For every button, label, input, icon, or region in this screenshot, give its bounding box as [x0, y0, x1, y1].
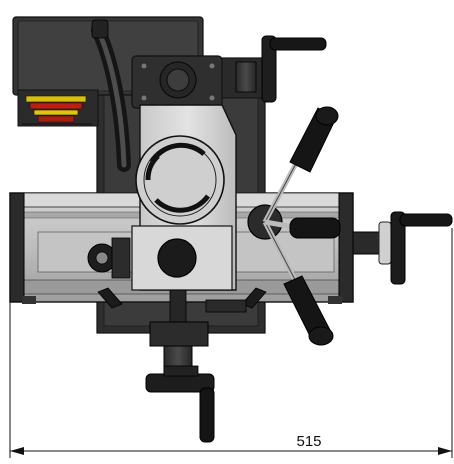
feed-lever — [91, 19, 131, 172]
right-handwheel — [352, 211, 453, 285]
table-clamps — [97, 287, 267, 313]
belt-pulley-icon — [22, 95, 92, 125]
arrowhead-right-icon — [438, 447, 452, 455]
upper-crank-handle — [221, 35, 327, 103]
upper-lever-knob — [289, 106, 339, 173]
dimension-value: 515 — [296, 433, 321, 450]
left-handwheel — [87, 237, 131, 279]
middle-lever-knob — [289, 217, 341, 239]
spindle-shaft — [149, 289, 209, 375]
dimension-annotation: 515 — [9, 228, 453, 458]
spindle-feed-lever — [247, 106, 341, 346]
milling-head — [131, 104, 237, 291]
lower-lever-knob — [283, 275, 334, 346]
bottom-handwheel — [145, 365, 215, 443]
gear-housing — [131, 55, 223, 109]
arrowhead-left-icon — [10, 447, 24, 455]
